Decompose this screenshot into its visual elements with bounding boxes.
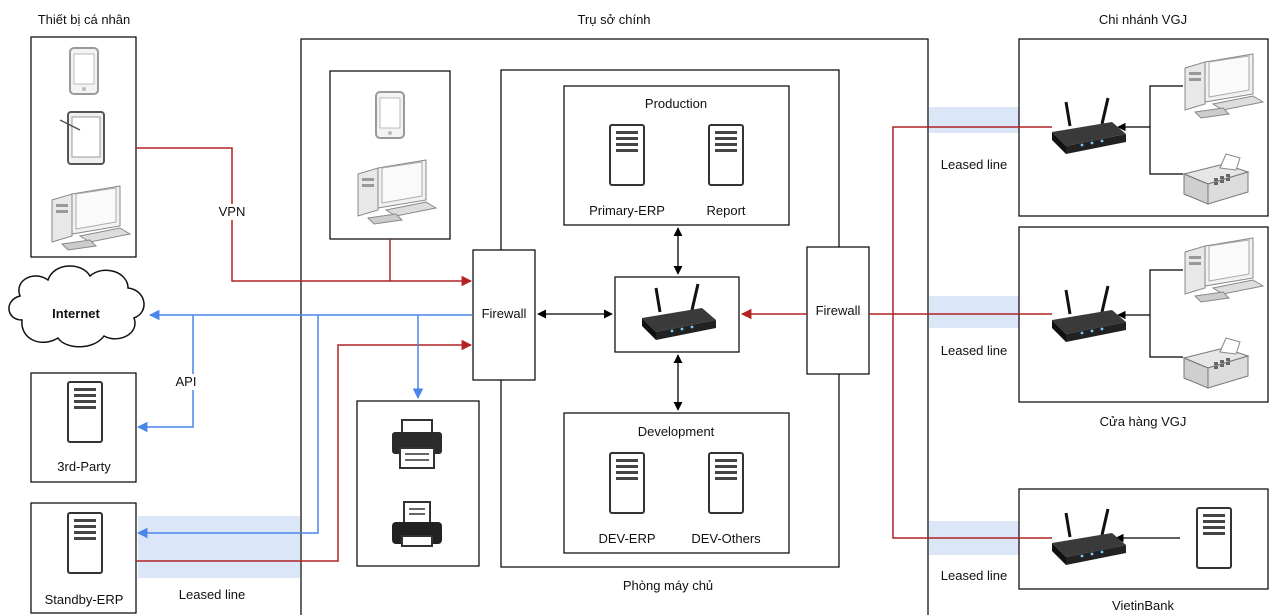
dev-others-label: DEV-Others [691, 531, 761, 546]
firewall-left-box[interactable] [472, 249, 536, 381]
dev-others-server-icon [708, 452, 744, 514]
standby-red-link [136, 339, 473, 562]
dev-erp-server-icon [609, 452, 645, 514]
hq-phone-icon [375, 91, 405, 139]
headquarters-box [300, 38, 929, 615]
api-label: API [173, 374, 199, 390]
store-lan-link [1149, 269, 1183, 358]
primary-erp-label: Primary-ERP [589, 203, 665, 218]
development-title: Development [637, 424, 715, 439]
store-title: Cửa hàng VGJ [1099, 414, 1187, 429]
standby-blue-link [136, 315, 319, 539]
server-room-title: Phòng máy chủ [622, 578, 714, 593]
bank-title: VietinBank [1112, 598, 1174, 613]
firewall-right-label: Firewall [815, 303, 861, 318]
third-party-server-icon [67, 381, 103, 443]
internet-label: Internet [52, 306, 100, 321]
vpn-label: VPN [216, 204, 248, 220]
headquarters-title: Trụ sở chính [577, 12, 651, 27]
dev-erp-label: DEV-ERP [598, 531, 656, 546]
production-title: Production [644, 96, 708, 111]
firewall-left-label: Firewall [481, 306, 527, 321]
third-party-label: 3rd-Party [57, 459, 111, 474]
tablet-icon [59, 111, 105, 165]
leased-line-store-label: Leased line [940, 343, 1008, 358]
primary-erp-server-icon [609, 124, 645, 186]
production-box [563, 85, 790, 226]
firewall-right-box[interactable] [806, 246, 870, 375]
standby-erp-label: Standby-ERP [44, 592, 124, 607]
branch-lan-link [1149, 85, 1183, 175]
personal-devices-title: Thiết bị cá nhân [37, 12, 131, 27]
leased-band-standby [138, 516, 300, 578]
bank-server-icon [1196, 507, 1232, 569]
internet-cloud[interactable] [8, 265, 145, 348]
leased-band-store [929, 296, 1019, 328]
standby-server-icon [67, 512, 103, 574]
leased-line-bank-label: Leased line [940, 568, 1008, 583]
development-box [563, 412, 790, 554]
leased-line-branch-label: Leased line [940, 157, 1008, 172]
leased-line-standby-label: Leased line [178, 587, 246, 602]
wan-trunk-link [892, 126, 1052, 539]
report-server-icon [708, 124, 744, 186]
phone-icon [69, 47, 99, 95]
leased-band-branch [929, 107, 1019, 133]
report-label: Report [706, 203, 746, 218]
branch-title: Chi nhánh VGJ [1098, 12, 1188, 27]
api-link [136, 315, 194, 433]
